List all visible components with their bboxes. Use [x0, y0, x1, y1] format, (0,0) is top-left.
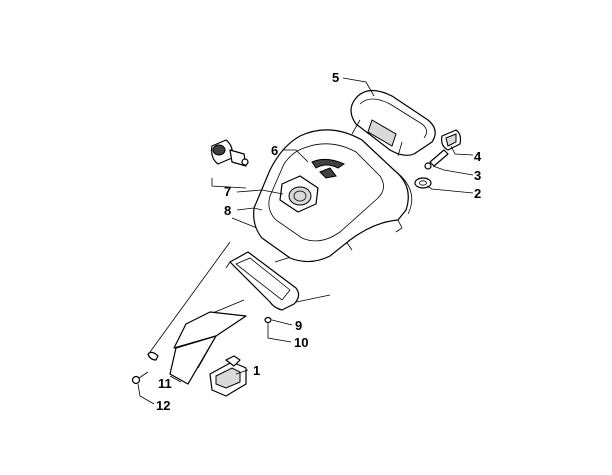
rivet-part-12	[131, 371, 149, 385]
callout-1: 1	[253, 363, 260, 378]
key-part-3	[424, 149, 449, 170]
callout-5: 5	[332, 70, 339, 85]
callout-8: 8	[224, 203, 231, 218]
gauge-part-5	[350, 89, 436, 157]
callout-labels: 1 2 3 4 5 6 7 8 9 10 11 12	[156, 70, 482, 413]
nut-part-2	[414, 177, 432, 189]
callout-7: 7	[224, 184, 231, 199]
callout-11: 11	[158, 376, 172, 391]
screw-part-10	[264, 316, 272, 324]
callout-2: 2	[474, 186, 481, 201]
gasket-part-9	[225, 251, 300, 311]
handlebar-pod-part-8	[253, 129, 413, 263]
side-connector	[211, 139, 249, 167]
bracket-part-11	[147, 311, 247, 385]
callout-9: 9	[295, 318, 302, 333]
logo-emblem-part-6	[311, 158, 346, 179]
callout-3: 3	[474, 168, 481, 183]
callout-leaders	[137, 77, 474, 405]
switch-part-1	[209, 355, 247, 397]
callout-10: 10	[294, 335, 308, 350]
callout-12: 12	[156, 398, 170, 413]
key-part-4	[441, 129, 462, 151]
callout-6: 6	[271, 143, 278, 158]
callout-4: 4	[474, 149, 482, 164]
switch-knob-part-7	[279, 175, 319, 213]
